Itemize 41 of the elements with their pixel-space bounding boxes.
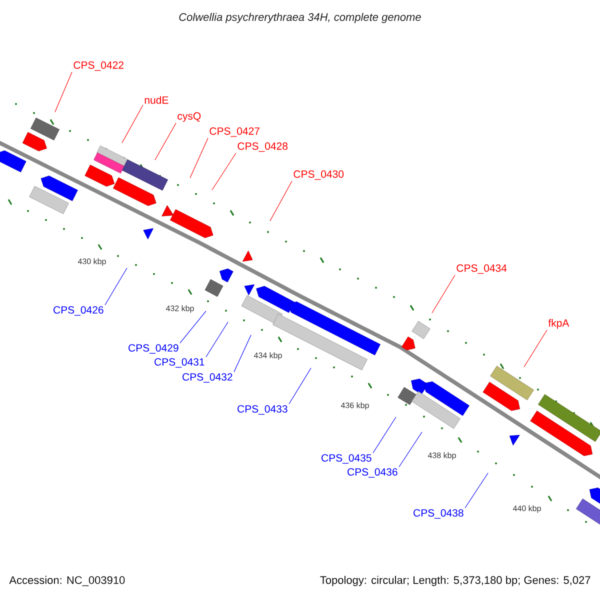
leader-line <box>432 274 456 314</box>
gene-label: CPS_0433 <box>238 405 288 415</box>
scale-label: 438 kbp <box>428 452 456 460</box>
leader-line <box>212 152 236 190</box>
leader-line <box>154 122 176 160</box>
gene-label: CPS_0434 <box>456 264 507 274</box>
accession-text: Accession: NC_003910 <box>9 576 125 586</box>
leader-line <box>122 104 144 144</box>
leader-line <box>288 368 312 404</box>
leader-line <box>190 138 208 178</box>
title: Colwellia psychrerythraea 34H, complete genome <box>179 12 421 24</box>
scale-label: 440 kbp <box>512 505 541 513</box>
scale-label: 434 kbp <box>254 352 282 360</box>
gene-label: CPS_0438 <box>414 509 464 519</box>
gene-label: CPS_0431 <box>154 358 204 368</box>
leader-line <box>180 310 206 344</box>
gene-label: CPS_0435 <box>322 454 372 464</box>
gene-label: nudE <box>144 96 168 104</box>
gene-label: CPS_0436 <box>348 468 398 478</box>
leader-line <box>234 334 252 372</box>
leader-line <box>372 416 396 454</box>
gene-label: CPS_0432 <box>182 373 232 383</box>
gene-label: CPS_0426 <box>54 306 104 316</box>
leader-line <box>270 180 292 222</box>
leader-line <box>524 330 548 368</box>
leader-line <box>464 472 488 508</box>
scale-label: 430 kbp <box>78 258 106 266</box>
gene-label: CPS_0430 <box>294 170 344 180</box>
gene-label: fkpA <box>548 319 570 329</box>
leader-line <box>54 72 72 112</box>
gene-label: CPS_0427 <box>210 127 260 137</box>
gene-label: CPS_0429 <box>128 344 178 354</box>
leader-line <box>206 322 228 358</box>
gene-label: cysQ <box>178 112 201 122</box>
leader-line <box>398 432 422 468</box>
gene-label: CPS_0422 <box>74 61 124 71</box>
leader-line <box>104 268 128 306</box>
genome-info-text: Topology: circular; Length: 5,373,180 bp; Genes: 5,027 <box>320 576 590 586</box>
scale-label: 436 kbp <box>340 402 369 410</box>
scale-label: 432 kbp <box>166 305 194 313</box>
gene-label: CPS_0428 <box>238 142 288 152</box>
